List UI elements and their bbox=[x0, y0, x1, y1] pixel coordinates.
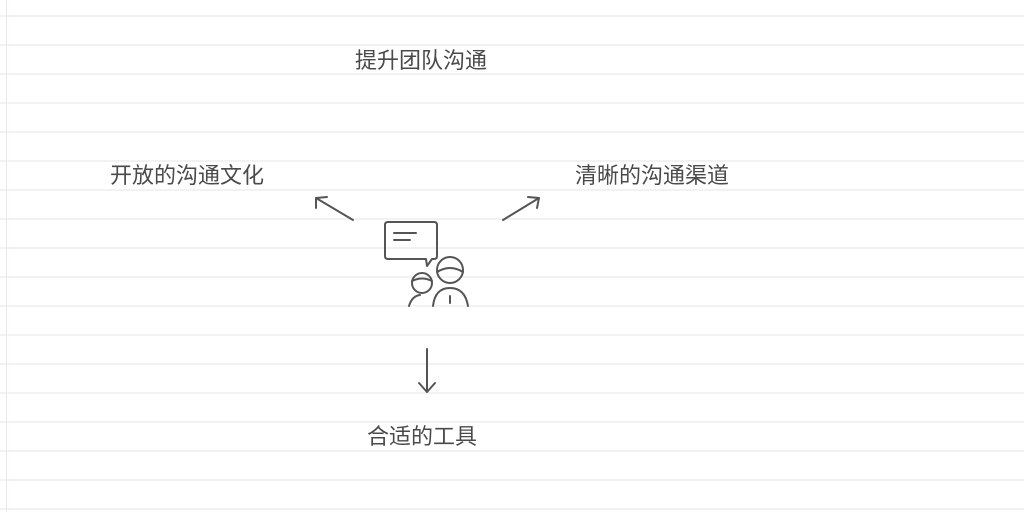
team-chat-icon bbox=[380, 218, 474, 308]
branch-label-right-tools: 合适的工具 bbox=[367, 425, 478, 450]
arrow-up-left-icon bbox=[310, 192, 358, 224]
notebook-margin-line bbox=[6, 0, 7, 512]
arrow-down-icon bbox=[414, 346, 440, 396]
branch-label-clear-channels: 清晰的沟通渠道 bbox=[575, 164, 730, 189]
diagram-title: 提升团队沟通 bbox=[355, 49, 488, 74]
arrow-up-right-icon bbox=[498, 192, 546, 224]
branch-label-open-culture: 开放的沟通文化 bbox=[110, 164, 265, 189]
